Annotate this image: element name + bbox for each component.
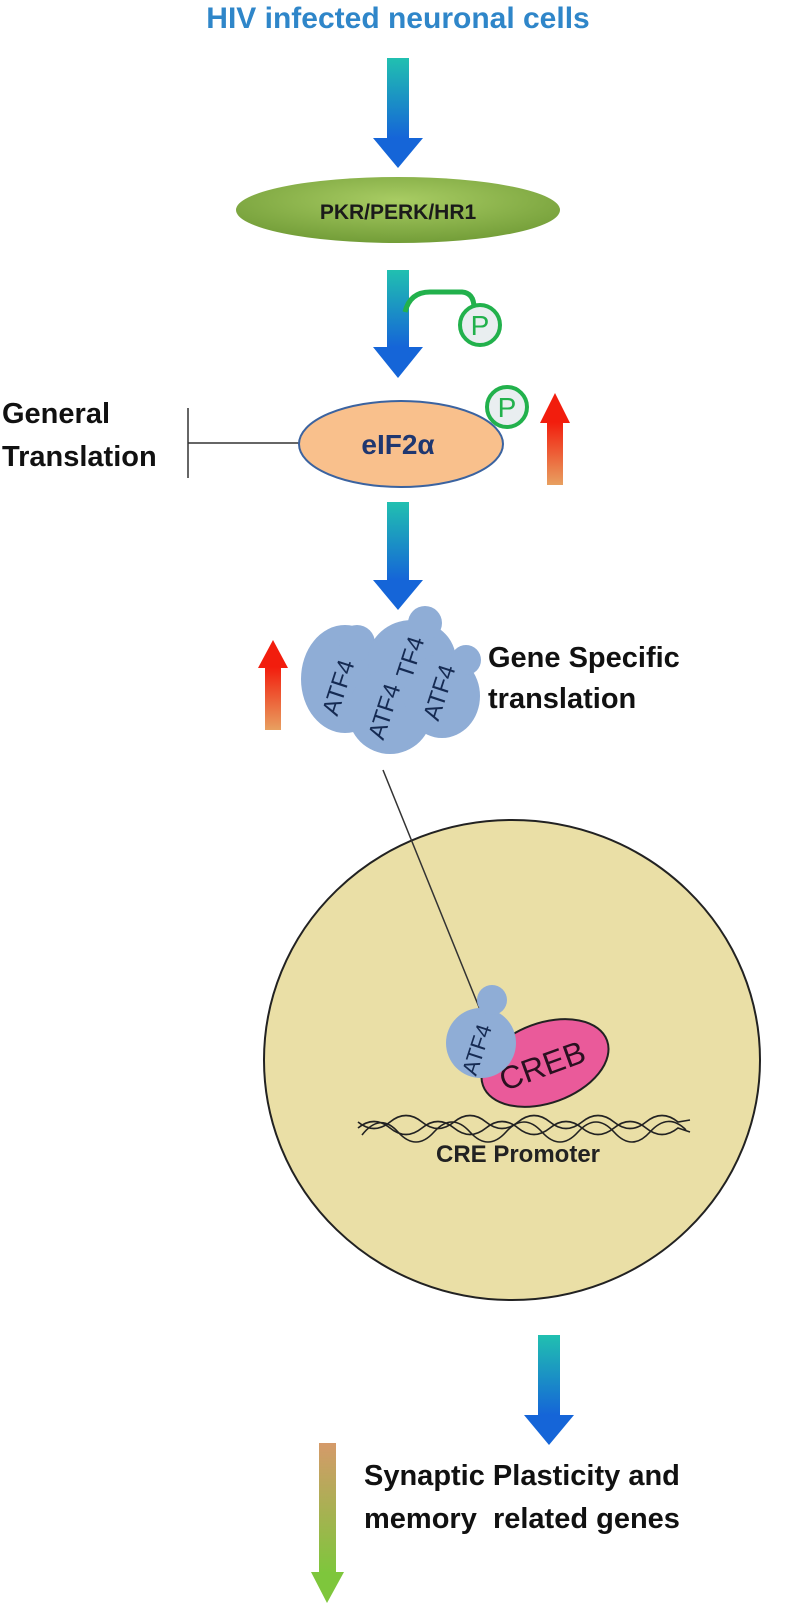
inhibition-line-general <box>187 408 300 478</box>
activation-arrow-3 <box>373 502 423 610</box>
phosphate-icon-2: P <box>485 385 529 429</box>
kinase-label: PKR/PERK/HR1 <box>320 201 477 224</box>
eif2a-label: eIF2α <box>361 429 434 460</box>
diagram-title: HIV infected neuronal cells <box>206 2 589 35</box>
svg-text:Synaptic Plasticity and: Synaptic Plasticity and <box>364 1460 680 1492</box>
cre-promoter-dna <box>357 1114 691 1143</box>
increase-arrow-eif2a <box>540 393 570 485</box>
svg-text:translation: translation <box>488 683 636 715</box>
phosphorylation-arrow <box>373 270 477 378</box>
svg-text:Gene Specific: Gene Specific <box>488 642 680 674</box>
general-translation-label: General Translation <box>2 398 157 473</box>
svg-text:P: P <box>498 392 517 423</box>
svg-text:P: P <box>471 310 490 341</box>
decrease-arrow-output <box>311 1443 344 1603</box>
gene-specific-label: Gene Specific translation <box>488 642 680 715</box>
activation-arrow-1 <box>373 58 423 168</box>
increase-arrow-atf4 <box>258 640 288 730</box>
phosphate-icon-1: P <box>458 303 502 347</box>
svg-text:memory related genes: memory related genes <box>364 1503 680 1535</box>
atf4-cluster <box>301 606 481 754</box>
svg-text:General: General <box>2 398 110 430</box>
atf4-nuclear: ATF4 <box>446 985 516 1078</box>
kinase-node: PKR/PERK/HR1 <box>236 177 560 243</box>
eif2a-node: eIF2α <box>298 400 504 488</box>
output-genes-label: Synaptic Plasticity and memory related g… <box>364 1460 680 1535</box>
svg-text:Translation: Translation <box>2 441 157 473</box>
activation-arrow-4 <box>524 1335 574 1445</box>
cre-promoter-label: CRE Promoter <box>436 1141 600 1168</box>
